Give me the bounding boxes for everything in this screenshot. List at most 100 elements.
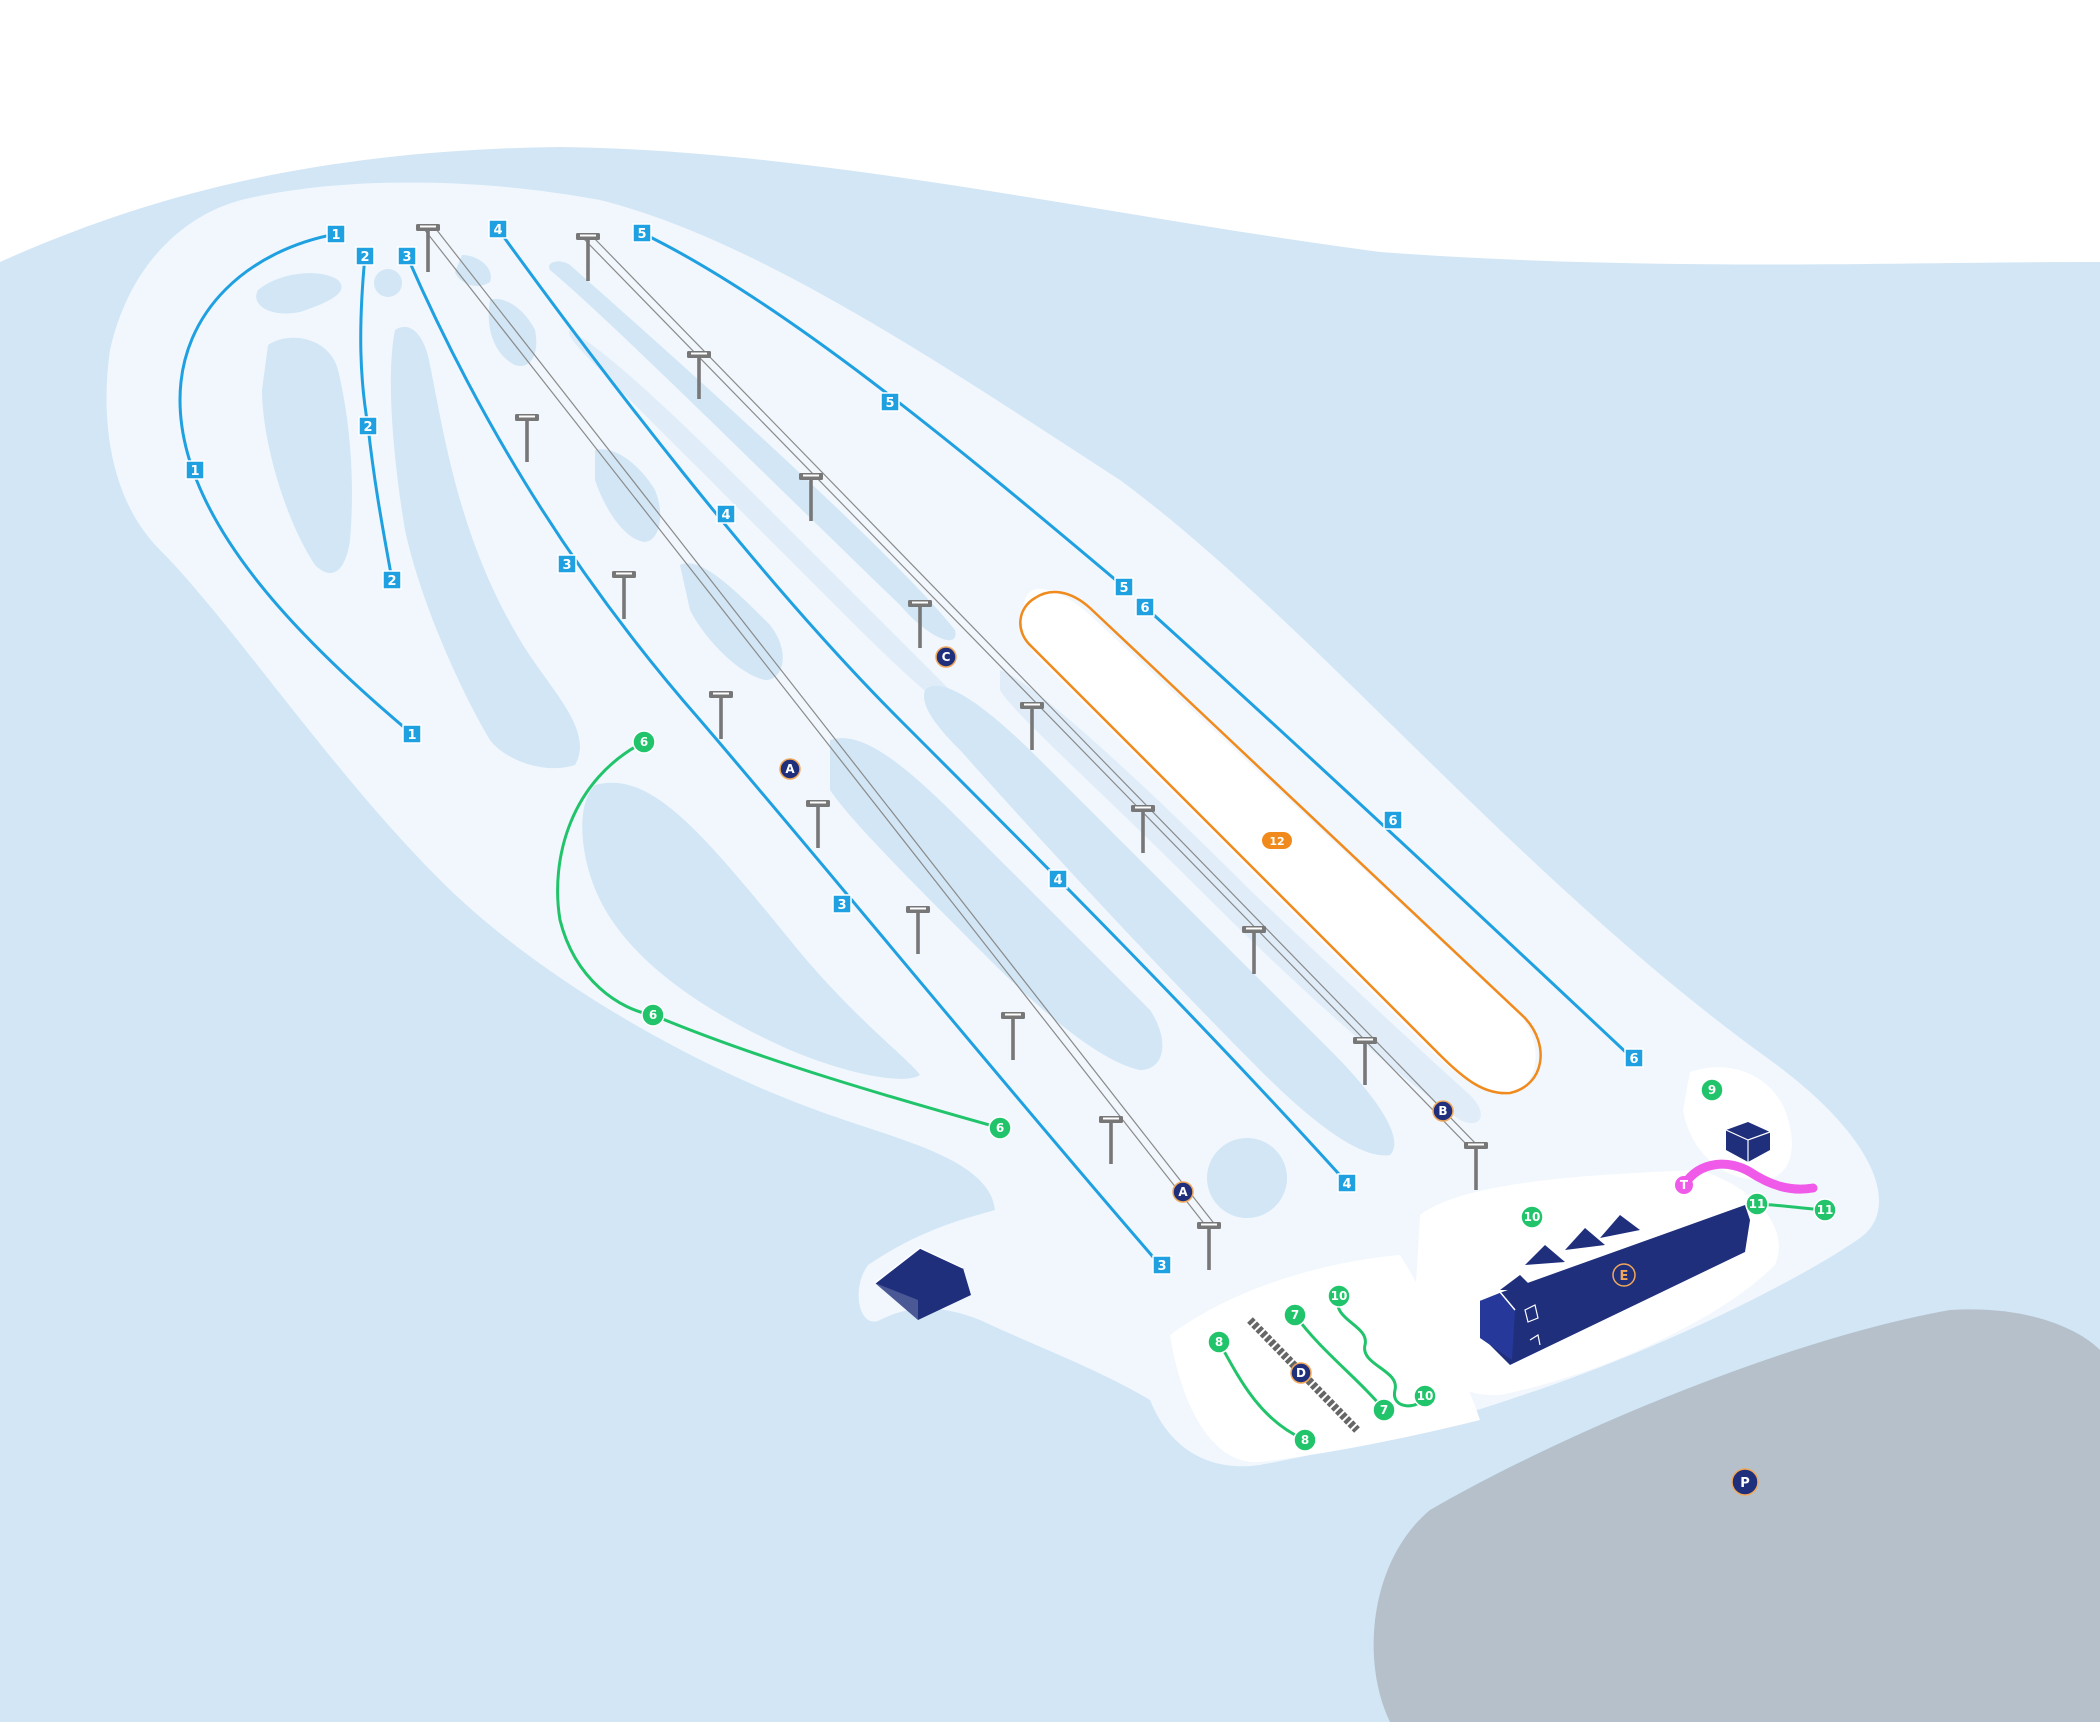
lift-A-badge[interactable]: A — [1172, 1181, 1194, 1203]
svg-text:3: 3 — [837, 898, 846, 913]
trail-5-line — [641, 231, 1125, 589]
svg-text:12: 12 — [1269, 835, 1284, 848]
svg-text:6: 6 — [1388, 814, 1397, 829]
svg-text:3: 3 — [562, 558, 571, 573]
svg-text:2: 2 — [363, 420, 372, 435]
lift-tower — [612, 571, 636, 619]
lift-tower — [709, 691, 733, 739]
trail-10-green-marker[interactable]: 10 — [1520, 1205, 1544, 1229]
svg-text:8: 8 — [1301, 1433, 1309, 1447]
lift-A-badge[interactable]: A — [779, 758, 801, 780]
trail-4-marker[interactable]: 4 — [1337, 1173, 1357, 1193]
tubing-badge[interactable]: T — [1675, 1176, 1693, 1194]
svg-text:4: 4 — [1053, 873, 1062, 888]
trail-5-marker[interactable]: 5 — [880, 392, 900, 412]
trail-10-green-marker[interactable]: 10 — [1413, 1384, 1437, 1408]
svg-text:4: 4 — [1342, 1177, 1351, 1192]
svg-text:4: 4 — [493, 223, 502, 238]
trail-6-green-marker[interactable]: 6 — [988, 1116, 1012, 1140]
maintenance-building — [874, 1247, 971, 1320]
lift-tower — [1464, 1142, 1488, 1190]
trail-8-green-marker[interactable]: 8 — [1207, 1330, 1231, 1354]
trail-4-marker[interactable]: 4 — [716, 504, 736, 524]
svg-text:5: 5 — [637, 227, 646, 242]
trail-10-green-marker[interactable]: 10 — [1327, 1284, 1351, 1308]
tree-islands — [256, 255, 1481, 1218]
trail-6-line — [1143, 605, 1634, 1060]
trail-2-marker[interactable]: 2 — [355, 246, 375, 266]
trail-8-green-marker[interactable]: 8 — [1293, 1428, 1317, 1452]
lift-tower — [515, 414, 539, 462]
lift-tower — [687, 351, 711, 399]
lift-tower — [1131, 805, 1155, 853]
tubing-hut — [1725, 1122, 1771, 1162]
trail-11-green-marker[interactable]: 11 — [1813, 1198, 1837, 1222]
trail-1-marker[interactable]: 1 — [185, 460, 205, 480]
trail-4-marker[interactable]: 4 — [488, 219, 508, 239]
trail-9-green-marker[interactable]: 9 — [1700, 1078, 1724, 1102]
beginner-area — [1170, 1255, 1480, 1463]
trail-11-green-marker[interactable]: 11 — [1745, 1192, 1769, 1216]
lift-tower — [416, 224, 440, 272]
lift-tower — [799, 473, 823, 521]
lift-B-badge[interactable]: B — [1432, 1100, 1454, 1122]
svg-text:6: 6 — [649, 1008, 657, 1022]
trail-2-marker[interactable]: 2 — [358, 416, 378, 436]
trail-1-marker[interactable]: 1 — [402, 724, 422, 744]
trail-6-green-marker[interactable]: 6 — [632, 730, 656, 754]
svg-text:C: C — [942, 650, 951, 664]
trail-6-marker[interactable]: 6 — [1383, 810, 1403, 830]
trail-4-marker[interactable]: 4 — [1048, 869, 1068, 889]
parking-badge[interactable]: P — [1731, 1468, 1759, 1496]
trail-3-line — [405, 255, 1162, 1266]
lift-D-badge[interactable]: D — [1290, 1362, 1312, 1384]
tubing-lane — [1679, 1159, 1818, 1194]
lodge-badge[interactable]: E — [1612, 1263, 1636, 1287]
svg-text:1: 1 — [407, 728, 416, 743]
trail-6-marker[interactable]: 6 — [1624, 1048, 1644, 1068]
trail-12-marker[interactable]: 12 — [1262, 832, 1292, 849]
svg-text:6: 6 — [640, 735, 648, 749]
magic-carpet — [1247, 1317, 1360, 1433]
svg-text:10: 10 — [1331, 1289, 1348, 1303]
lift-tower — [1099, 1116, 1123, 1164]
trail-3-marker[interactable]: 3 — [1152, 1255, 1172, 1275]
parking-lot — [1373, 1309, 2100, 1722]
svg-text:7: 7 — [1380, 1403, 1388, 1417]
trail-3-marker[interactable]: 3 — [397, 246, 417, 266]
trail-5-marker[interactable]: 5 — [632, 223, 652, 243]
lift-C-badge[interactable]: C — [935, 646, 957, 668]
lift-tower — [1197, 1222, 1221, 1270]
trail-8-line — [1217, 1341, 1306, 1442]
svg-text:1: 1 — [190, 464, 199, 479]
lift-towers — [416, 224, 1488, 1270]
lift-tower — [1020, 702, 1044, 750]
svg-text:2: 2 — [387, 574, 396, 589]
lift-tower — [1242, 926, 1266, 974]
trail-3-marker[interactable]: 3 — [832, 894, 852, 914]
svg-text:6: 6 — [1629, 1052, 1638, 1067]
trail-3-marker[interactable]: 3 — [557, 554, 577, 574]
trail-7-green-marker[interactable]: 7 — [1283, 1303, 1307, 1327]
lift-tower — [908, 600, 932, 648]
trail-5-marker[interactable]: 5 — [1114, 577, 1134, 597]
svg-text:3: 3 — [1157, 1259, 1166, 1274]
trail-6-marker[interactable]: 6 — [1135, 597, 1155, 617]
blue-trails — [178, 228, 1634, 1266]
trail-7-line — [1293, 1314, 1386, 1411]
svg-text:6: 6 — [1140, 601, 1149, 616]
lift-tower — [806, 800, 830, 848]
svg-text:B: B — [1438, 1104, 1447, 1118]
ski-area-snow — [106, 182, 1880, 1467]
svg-text:A: A — [785, 762, 795, 776]
lift-badges: A A B C D — [779, 646, 1454, 1384]
trail-1-marker[interactable]: 1 — [326, 224, 346, 244]
trail-2-marker[interactable]: 2 — [382, 570, 402, 590]
trail-7-green-marker[interactable]: 7 — [1372, 1398, 1396, 1422]
svg-text:10: 10 — [1417, 1389, 1434, 1403]
trail-1-line — [178, 232, 413, 736]
svg-text:1: 1 — [331, 228, 340, 243]
svg-text:5: 5 — [885, 396, 894, 411]
trail-6-green-marker[interactable]: 6 — [641, 1003, 665, 1027]
trail-12-loop — [1019, 590, 1542, 1095]
